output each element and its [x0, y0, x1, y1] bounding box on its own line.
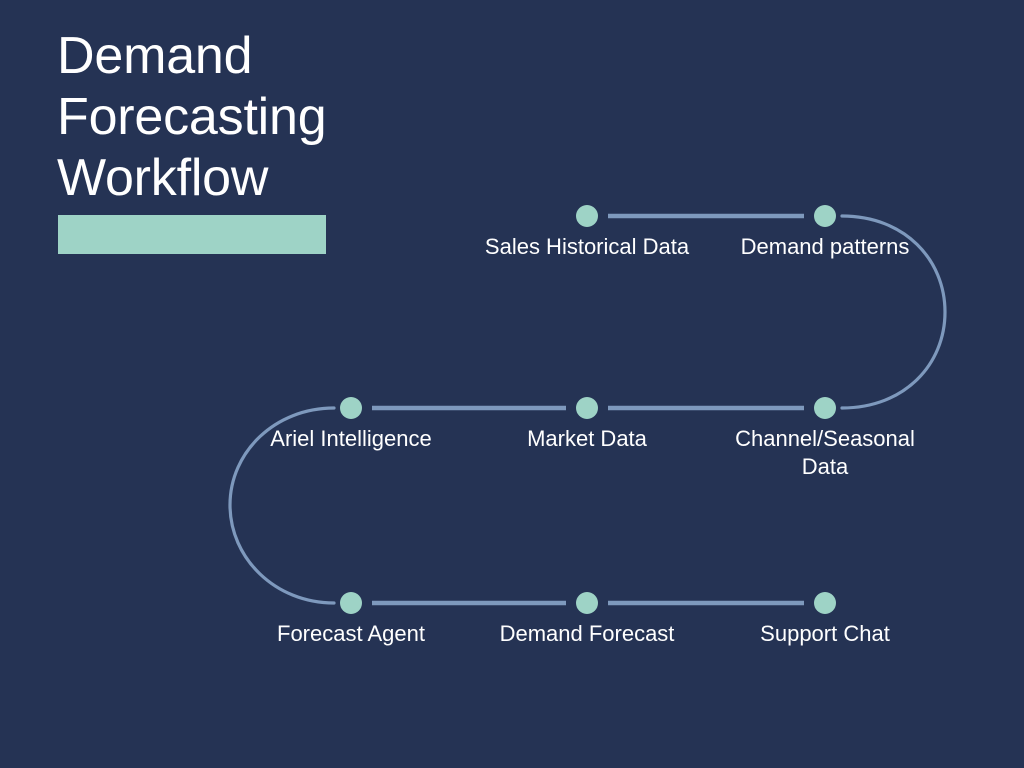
straight-connector-group: [372, 213, 804, 606]
title-block: Demand Forecasting Workflow: [57, 26, 387, 209]
connector-right-u-turn: [840, 214, 947, 410]
node-label-channel-seasonal-data: Channel/Seasonal Data: [735, 426, 915, 479]
curved-connector-group: [228, 214, 947, 605]
node-label-market-data: Market Data: [527, 426, 647, 451]
node-dot-demand-patterns[interactable]: [814, 205, 836, 227]
node-dot-ariel-intelligence[interactable]: [340, 397, 362, 419]
node-dot-support-chat[interactable]: [814, 592, 836, 614]
page-title: Demand Forecasting Workflow: [57, 27, 327, 207]
node-dot-channel-seasonal-data[interactable]: [814, 397, 836, 419]
node-label-demand-patterns: Demand patterns: [740, 234, 910, 259]
node-dot-market-data[interactable]: [576, 397, 598, 419]
title-accent-bar: [58, 215, 326, 254]
node-dot-sales-historical-data[interactable]: [576, 205, 598, 227]
node-label-sales-historical-data: Sales Historical Data: [484, 234, 690, 259]
node-dot-demand-forecast[interactable]: [576, 592, 598, 614]
node-label-support-chat: Support Chat: [760, 621, 890, 646]
node-label-ariel-intelligence: Ariel Intelligence: [270, 426, 432, 451]
node-label-demand-forecast: Demand Forecast: [499, 621, 675, 646]
node-label-forecast-agent: Forecast Agent: [277, 621, 425, 646]
node-dot-forecast-agent[interactable]: [340, 592, 362, 614]
node-dot-group: [340, 205, 836, 614]
connector-left-u-turn: [228, 406, 336, 605]
